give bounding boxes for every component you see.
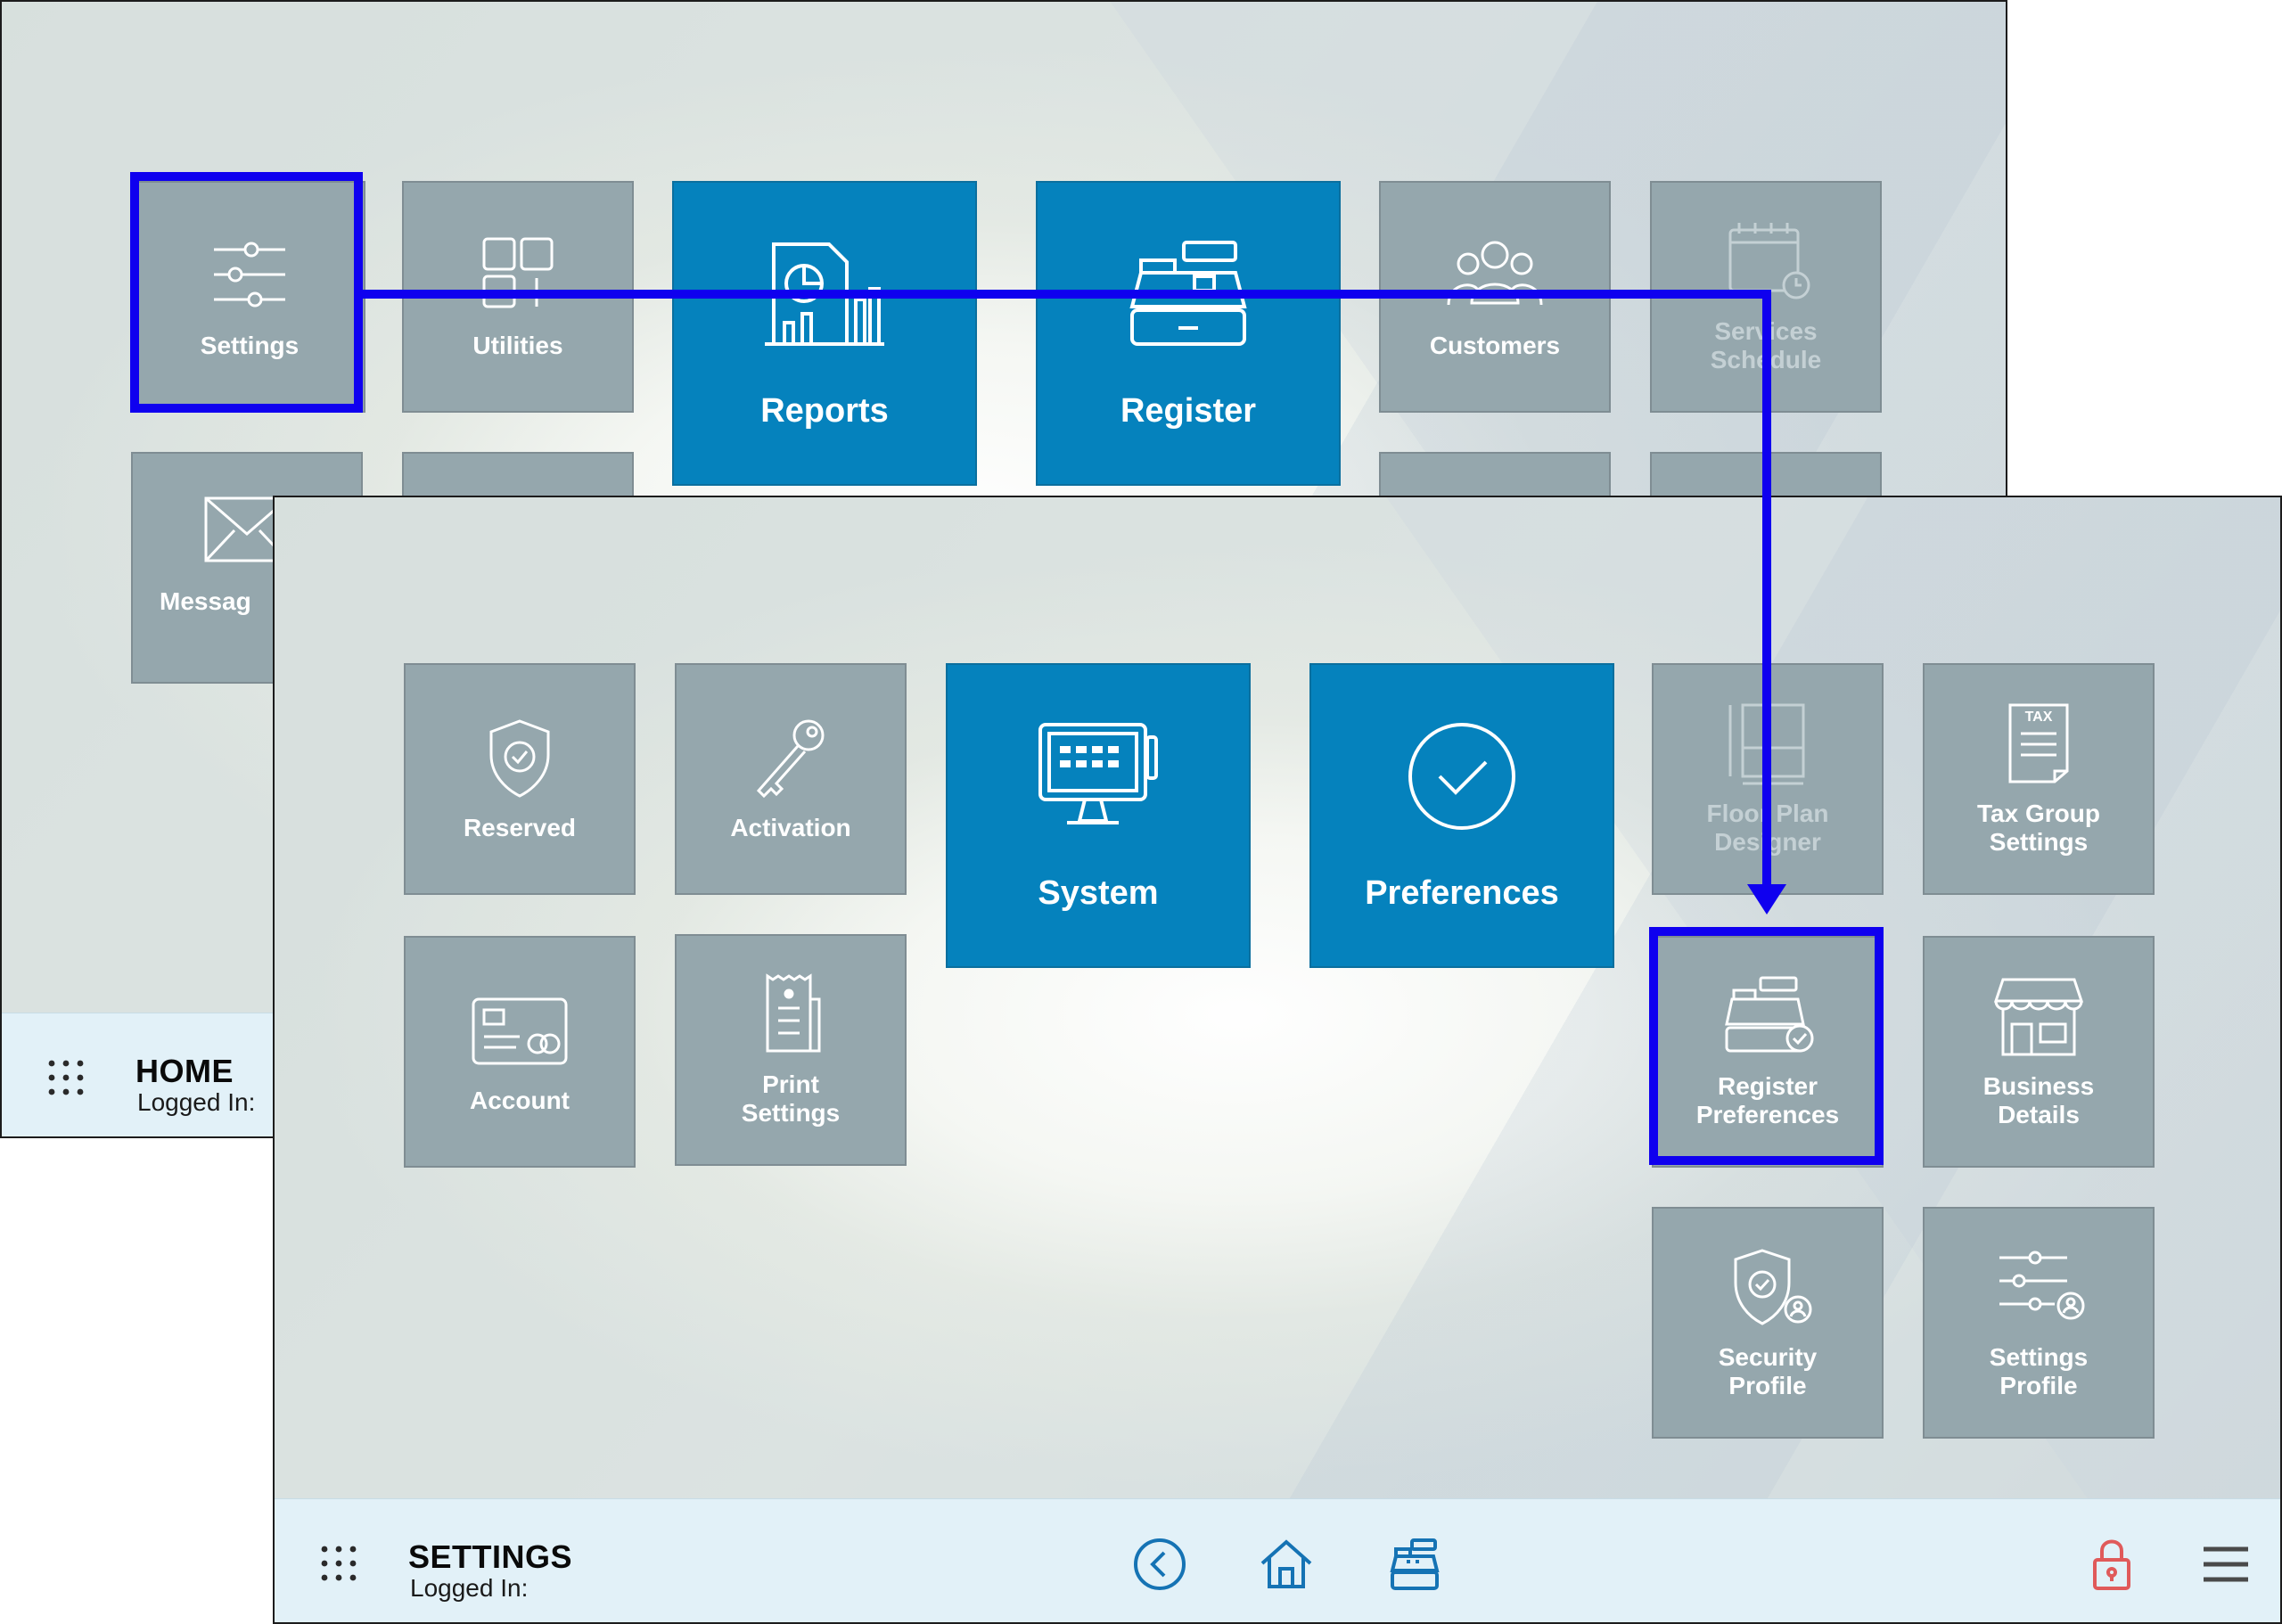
- security-profile-tile[interactable]: Security Profile: [1652, 1207, 1884, 1439]
- home-logged-in-label: Logged In:: [137, 1088, 256, 1116]
- print-settings-tile[interactable]: Print Settings: [675, 934, 907, 1166]
- floor-plan-designer-tile[interactable]: Floor Plan Designer: [1652, 663, 1884, 895]
- key-icon: [756, 719, 825, 799]
- cash-register-icon: [1129, 240, 1247, 346]
- home-icon[interactable]: [1259, 1537, 1314, 1592]
- utilities-grid-icon: [482, 237, 554, 308]
- grid-icon[interactable]: [319, 1544, 358, 1583]
- reserved-tile-label: Reserved: [463, 814, 577, 841]
- settings-page-title: SETTINGS: [408, 1538, 573, 1575]
- settings-bottom-bar: SETTINGS Logged In:: [275, 1498, 2280, 1622]
- messages-tile-label: Messag: [160, 587, 251, 615]
- services-schedule-tile-label: Services Schedule: [1710, 317, 1822, 373]
- preferences-tile-label: Preferences: [1365, 874, 1559, 912]
- reserved-tile[interactable]: Reserved: [404, 663, 636, 895]
- security-profile-tile-label: Security Profile: [1718, 1343, 1818, 1399]
- preferences-tile[interactable]: Preferences: [1309, 663, 1614, 968]
- register-preferences-highlight: [1649, 927, 1884, 1165]
- register-tile[interactable]: Register: [1036, 181, 1341, 486]
- shield-user-icon: [1734, 1249, 1812, 1325]
- calendar-clock-icon: [1728, 223, 1810, 299]
- settings-profile-tile[interactable]: Settings Profile: [1923, 1207, 2155, 1439]
- settings-tile-highlight: [130, 172, 363, 413]
- reports-tile-label: Reports: [760, 391, 889, 430]
- home-page-title: HOME: [135, 1053, 234, 1089]
- settings-logged-in-label: Logged In:: [410, 1574, 529, 1602]
- customers-tile-label: Customers: [1429, 332, 1561, 359]
- system-tile-label: System: [1038, 874, 1159, 912]
- settings-tile-label: Settings: [200, 332, 300, 359]
- tax-document-icon: TAX: [2008, 703, 2069, 783]
- pos-terminal-icon: [1038, 722, 1158, 824]
- shield-check-icon: [489, 719, 550, 798]
- payment-card-icon: [472, 997, 568, 1065]
- activation-tile[interactable]: Activation: [675, 663, 907, 895]
- check-circle-icon: [1408, 722, 1515, 830]
- back-arrow-icon[interactable]: [1132, 1537, 1187, 1592]
- services-schedule-tile[interactable]: Services Schedule: [1650, 181, 1882, 413]
- register-preferences-tile[interactable]: Register Preferences: [1652, 936, 1884, 1168]
- storefront-icon: [1993, 978, 2084, 1056]
- settings-profile-tile-label: Settings Profile: [1989, 1343, 2089, 1399]
- sliders-user-icon: [1999, 1251, 2085, 1320]
- activation-tile-label: Activation: [730, 814, 851, 841]
- lock-icon[interactable]: [2084, 1537, 2139, 1592]
- svg-text:TAX: TAX: [2025, 709, 2053, 725]
- reports-icon: [765, 242, 884, 346]
- tax-group-settings-tile-label: Tax Group Settings: [1977, 800, 2100, 856]
- account-tile-label: Account: [470, 1087, 570, 1114]
- customers-group-icon: [1447, 241, 1543, 306]
- cash-register-icon[interactable]: [1387, 1537, 1442, 1592]
- tax-group-settings-tile[interactable]: TAX Tax Group Settings: [1923, 663, 2155, 895]
- reports-tile[interactable]: Reports: [672, 181, 977, 486]
- register-tile-label: Register: [1120, 391, 1257, 430]
- register-check-icon: [1725, 976, 1814, 1053]
- settings-screen: Reserved Activation System Preferences: [273, 496, 2282, 1624]
- account-tile[interactable]: Account: [404, 936, 636, 1168]
- utilities-tile[interactable]: Utilities: [402, 181, 634, 413]
- system-tile[interactable]: System: [946, 663, 1251, 968]
- grid-icon[interactable]: [46, 1058, 86, 1097]
- print-settings-tile-label: Print Settings: [741, 1070, 841, 1127]
- receipt-icon: [766, 973, 821, 1053]
- hamburger-menu-icon[interactable]: [2198, 1537, 2253, 1592]
- business-details-tile-label: Business Details: [1982, 1072, 2095, 1128]
- sliders-icon: [214, 242, 285, 308]
- business-details-tile[interactable]: Business Details: [1923, 936, 2155, 1168]
- customers-tile[interactable]: Customers: [1379, 181, 1611, 413]
- floor-plan-icon: [1728, 703, 1805, 785]
- utilities-tile-label: Utilities: [472, 332, 563, 359]
- floor-plan-designer-tile-label: Floor Plan Designer: [1706, 800, 1829, 856]
- register-preferences-tile-label: Register Preferences: [1695, 1072, 1840, 1128]
